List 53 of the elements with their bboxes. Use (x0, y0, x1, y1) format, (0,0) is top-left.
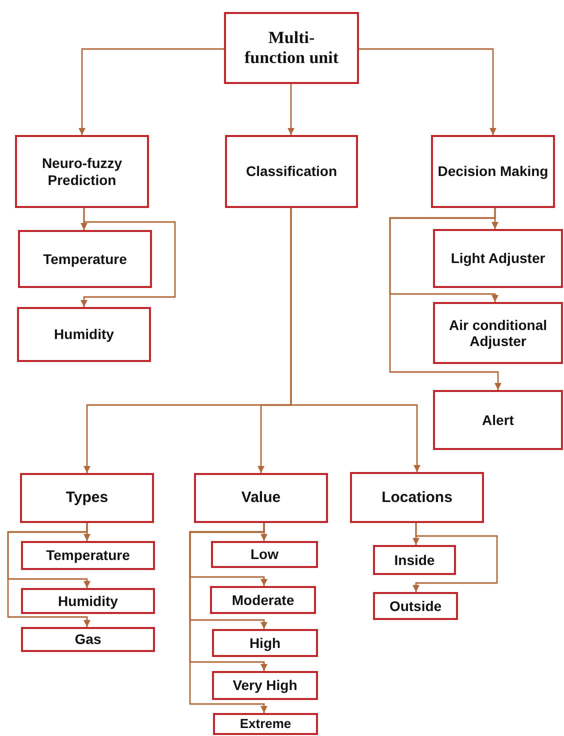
box-label: Moderate (232, 592, 294, 608)
process-box (224, 12, 359, 84)
arrow (290, 208, 420, 472)
box-label: Temperature (43, 250, 127, 268)
box-label: Outside (389, 598, 442, 614)
box-label: Gas (74, 631, 102, 648)
process-box (194, 473, 328, 523)
box-label: Light Adjuster (450, 250, 546, 267)
box-label: Very High (232, 677, 298, 694)
box-label: Locations (382, 488, 452, 506)
box-label: Temperature (46, 547, 130, 564)
box-label: Low (250, 546, 278, 563)
process-box (431, 135, 555, 208)
process-box (373, 545, 456, 575)
process-box (212, 671, 318, 700)
box-label: Extreme (240, 716, 292, 732)
process-box (21, 541, 155, 570)
process-box (210, 586, 316, 614)
box-label: Classification (246, 163, 338, 180)
arrow (189, 523, 268, 713)
process-box (350, 472, 484, 523)
box-label: Neuro-fuzzy Prediction (40, 155, 124, 188)
box-label: Value (241, 489, 281, 507)
box-label: Multi- function unit (244, 28, 339, 68)
box-label: Humidity (58, 592, 118, 610)
arrow (288, 84, 294, 135)
box-label: High (249, 634, 281, 652)
process-box (433, 229, 563, 288)
box-label: Decision Making (438, 163, 548, 180)
process-box (433, 302, 563, 364)
process-box (18, 230, 152, 288)
process-box (212, 629, 318, 657)
process-box (20, 473, 154, 523)
process-box (225, 135, 358, 208)
arrow (78, 48, 224, 135)
process-box (15, 135, 149, 208)
box-label: Types (66, 489, 108, 507)
arrow (80, 208, 176, 307)
arrow (389, 208, 502, 390)
arrow (7, 523, 90, 627)
process-box (21, 588, 155, 614)
box-label: Air conditional Adjuster (448, 316, 548, 350)
process-box (211, 541, 318, 568)
arrow (359, 48, 496, 135)
process-box (213, 713, 318, 735)
process-box (21, 627, 155, 652)
arrow (412, 523, 498, 592)
box-label: Inside (394, 552, 435, 568)
box-label: Alert (482, 412, 514, 428)
process-box (373, 592, 458, 620)
process-box (433, 390, 563, 450)
box-label: Humidity (54, 326, 114, 343)
process-box (17, 307, 151, 362)
